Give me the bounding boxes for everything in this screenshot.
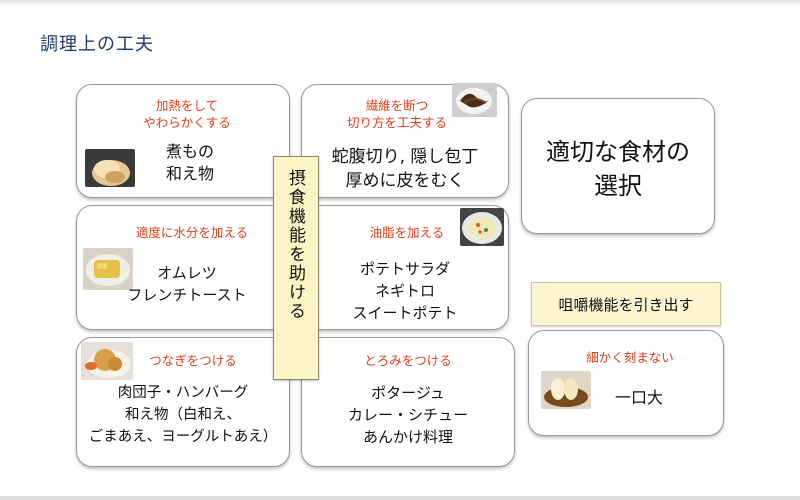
box-text: 適切な食材の 選択 [546, 138, 690, 200]
box-select-ingredients: 適切な食材の 選択 [521, 98, 715, 234]
box-text: ポタージュ カレー・シチュー あんかけ料理 [347, 384, 468, 446]
box-caption: 適度に水分を加える [135, 225, 249, 240]
chewing-function-label: 咀嚼機能を引き出す [531, 282, 721, 326]
box-add-moisture: 適度に水分を加える オムレツ フレンチトースト [76, 205, 290, 330]
box-text: 煮もの 和え物 [165, 142, 214, 183]
page-title: 調理上の工夫 [40, 34, 154, 55]
box-text: 一口大 [614, 388, 663, 407]
box-text: ポテトサラダ ネギトロ スイートポテト [352, 260, 458, 322]
box-caption: つなぎをつける [149, 353, 237, 368]
bottom-bar [0, 496, 800, 500]
vertical-label-text: 摂食機能を助ける [285, 169, 305, 321]
top-bar [0, 0, 800, 6]
box-add-binder: つなぎをつける 肉団子・ハンバーグ 和え物（白和え、 ごまあえ、ヨーグルトあえ） [76, 337, 290, 467]
omelette-photo [83, 248, 133, 290]
potato-salad-photo [460, 208, 504, 246]
box-cut-fiber: 繊維を断つ 切り方を工夫する 蛇腹切り, 隠し包丁 厚めに皮をむく [301, 83, 509, 198]
box-caption: 加熱をして やわらかくする [143, 98, 231, 130]
box-text: 肉団子・ハンバーグ 和え物（白和え、 ごまあえ、ヨーグルトあえ） [88, 385, 278, 445]
turnip-dish-photo [85, 149, 135, 187]
box-add-oil: 油脂を加える ポテトサラダ ネギトロ スイートポテト [301, 205, 509, 330]
box-text: オムレツ フレンチトースト [127, 264, 247, 304]
meatball-photo [81, 342, 133, 380]
box-heat-soften: 加熱をして やわらかくする 煮もの 和え物 [76, 84, 290, 198]
box-bite-size: 細かく刻まない 一口大 [528, 330, 724, 436]
box-caption: 細かく刻まない [586, 350, 674, 365]
box-caption: 油脂を加える [369, 225, 445, 240]
box-thicken: とろみをつける ポタージュ カレー・シチュー あんかけ料理 [301, 337, 515, 467]
feeding-support-label: 摂食機能を助ける [273, 156, 319, 380]
box-caption: 繊維を断つ 切り方を工夫する [346, 98, 447, 130]
seaweed-dish-photo [452, 83, 497, 117]
box-caption: とろみをつける [364, 353, 452, 368]
chewing-label-text: 咀嚼機能を引き出す [558, 296, 694, 314]
box-text: 蛇腹切り, 隠し包丁 厚めに皮をむく [331, 147, 479, 191]
bite-size-photo [541, 371, 591, 409]
